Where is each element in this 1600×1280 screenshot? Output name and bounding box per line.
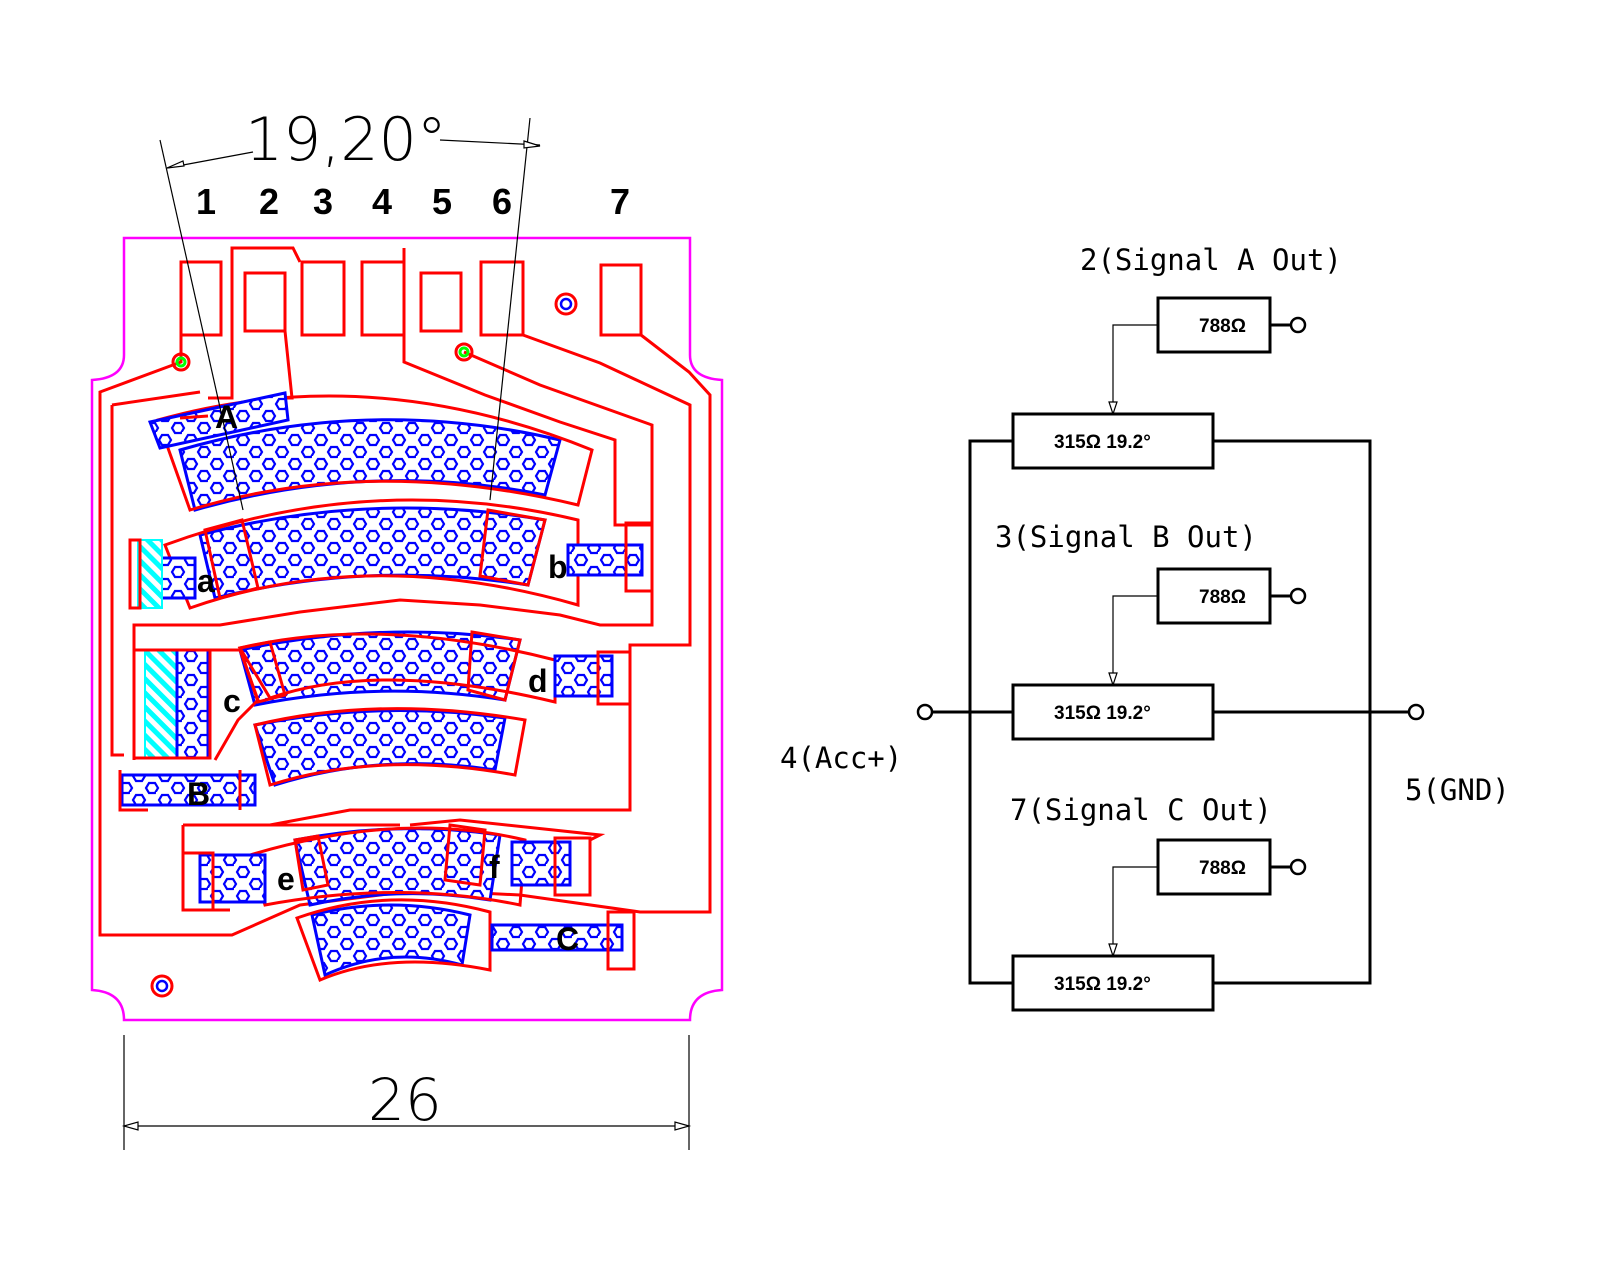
pcb-layout: A a b c d B e f C 1 2 3 4 5 6 7: [90, 105, 724, 1150]
width-dimension: 26: [121, 1035, 692, 1150]
resistor-b: [566, 543, 644, 577]
pad-4: [360, 260, 406, 337]
track-4: [253, 708, 507, 787]
arrowhead-right: [523, 140, 541, 149]
pin-number-3: 3: [313, 181, 333, 222]
output-terminal: [1289, 316, 1307, 334]
pin-pads: [179, 260, 643, 337]
pad-2: [243, 271, 287, 333]
resistor-c: [175, 648, 210, 760]
resistor-d: [553, 654, 614, 698]
pad-6: [479, 260, 525, 337]
trim-value: 788Ω: [1199, 858, 1246, 879]
angle-dimension: 19,20°: [159, 105, 541, 511]
main-resistor: [1011, 412, 1215, 470]
label-a: a: [197, 563, 215, 599]
channel-b: 3(Signal B Out) 788Ω 315Ω 19.2°: [995, 520, 1307, 741]
terminal-gnd: [1407, 703, 1425, 721]
pin-number-2: 2: [259, 181, 279, 222]
channel-c: 7(Signal C Out) 788Ω 315Ω 19.2°: [1010, 793, 1307, 1012]
trim-hatch-c: [144, 649, 178, 759]
label-d: d: [528, 663, 548, 699]
output-terminal: [1289, 587, 1307, 605]
resistor-labels: A a b c d B e f C: [187, 399, 579, 957]
resistor-e: [198, 853, 267, 904]
trim-value: 788Ω: [1199, 316, 1246, 337]
label-c: c: [223, 683, 241, 719]
label-C: C: [556, 921, 579, 957]
schematic: 2(Signal A Out) 788Ω 315Ω 19.2° 3(Signal…: [780, 243, 1510, 1012]
label-f: f: [489, 849, 500, 885]
pin-numbers: 1 2 3 4 5 6 7: [196, 181, 631, 223]
resistor-f: [510, 840, 572, 887]
label-b: b: [548, 549, 568, 585]
trim-resistor: [1156, 296, 1272, 354]
pin-number-7: 7: [610, 181, 630, 222]
resistor-A: [147, 391, 290, 450]
pad-5: [419, 271, 463, 333]
via-green-1: [171, 352, 191, 372]
pin-number-6: 6: [492, 181, 512, 222]
width-dimension-text: 26: [368, 1066, 442, 1134]
main-resistor: [1011, 683, 1215, 741]
channel-title: 2(Signal A Out): [1080, 243, 1342, 277]
channel-title: 7(Signal C Out): [1010, 793, 1272, 827]
resistor-C: [490, 923, 624, 952]
resistor-tracks: [118, 391, 654, 982]
trim-hatch-a: [137, 539, 163, 609]
channel-a: 2(Signal A Out) 788Ω 315Ω 19.2°: [1011, 243, 1342, 470]
terminal-acc: [916, 703, 934, 721]
wiper-arrow: [1108, 672, 1118, 687]
output-terminal: [1289, 858, 1307, 876]
label-A: A: [215, 399, 238, 435]
main-resistor: [1011, 954, 1215, 1012]
resistor-B: [120, 773, 257, 807]
arrowhead-left: [166, 160, 185, 169]
pad-3: [300, 260, 346, 337]
channel-title: 3(Signal B Out): [995, 520, 1257, 554]
vias: [150, 292, 578, 998]
track-6: [310, 903, 472, 978]
main-value: 315Ω 19.2°: [1054, 974, 1151, 995]
wiper-arrow: [1108, 401, 1118, 416]
via-green-2: [454, 342, 474, 362]
pin-number-1: 1: [196, 181, 216, 222]
pad-7: [599, 263, 643, 337]
pad-1: [179, 260, 223, 337]
input-label: 4(Acc+): [780, 741, 902, 775]
trim-value: 788Ω: [1199, 587, 1246, 608]
mounting-hole-2: [150, 974, 174, 998]
angle-dimension-text: 19,20°: [245, 105, 447, 175]
main-value: 315Ω 19.2°: [1054, 432, 1151, 453]
pin-number-5: 5: [432, 181, 452, 222]
mounting-hole-1: [554, 292, 578, 316]
wiper-arrow: [1108, 943, 1118, 958]
label-B: B: [187, 776, 210, 812]
ground-label: 5(GND): [1405, 773, 1510, 807]
main-value: 315Ω 19.2°: [1054, 703, 1151, 724]
pin-number-4: 4: [372, 181, 392, 222]
label-e: e: [277, 861, 295, 897]
board-outline: [90, 236, 724, 1022]
